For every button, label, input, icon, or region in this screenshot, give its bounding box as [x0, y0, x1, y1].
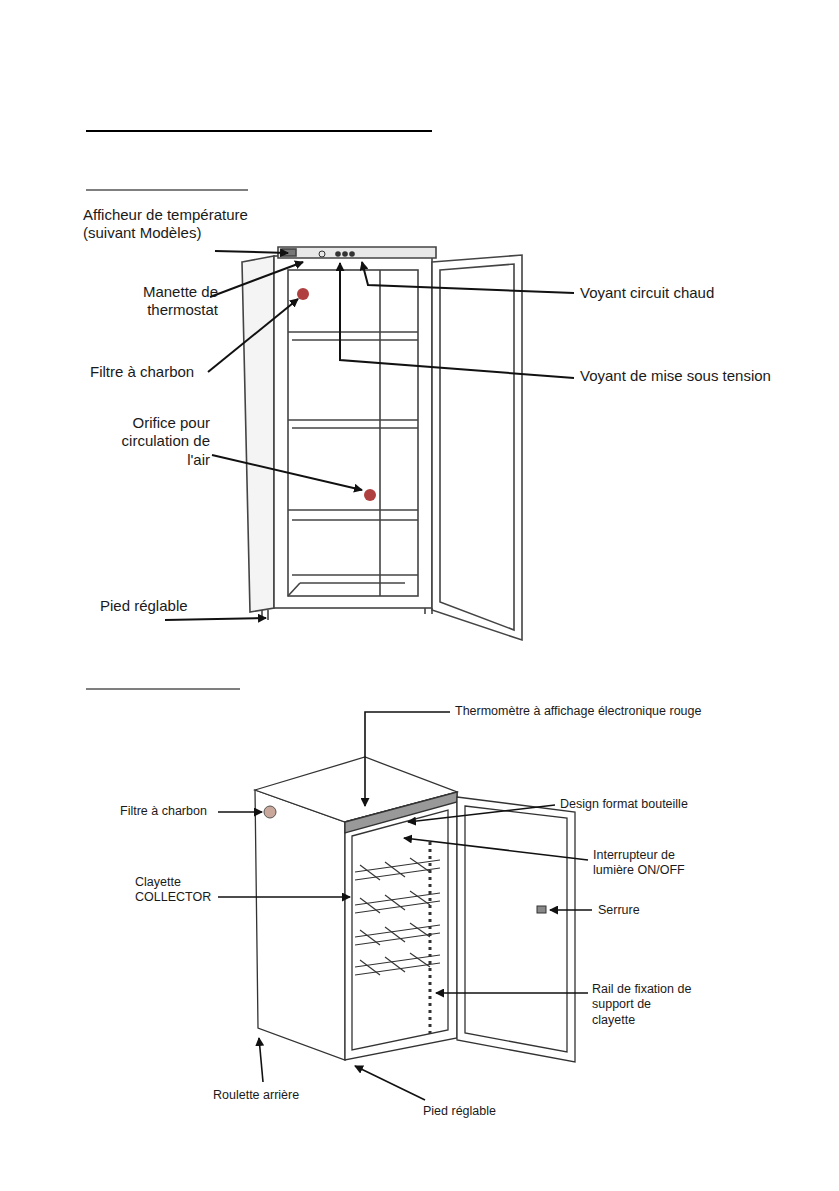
leader-lines-2	[218, 712, 592, 1100]
lock	[537, 906, 546, 913]
indicator-lights	[319, 251, 355, 257]
part-label: Rail de fixation de support de clayette	[592, 982, 697, 1028]
cabinet-drawing-2	[255, 757, 575, 1062]
part-label: Manette de thermostat	[108, 283, 218, 320]
charcoal-filter	[264, 806, 276, 818]
part-label: Design format bouteille	[560, 797, 688, 812]
part-label: Pied réglable	[423, 1104, 496, 1119]
part-label: Afficheur de température (suivant Modèle…	[83, 206, 288, 243]
part-label: Thermomètre à affichage électronique rou…	[455, 704, 701, 719]
charcoal-filter	[297, 288, 309, 300]
part-label: Voyant de mise sous tension	[580, 367, 771, 385]
leader-lines-1	[165, 251, 574, 620]
part-label: Pied réglable	[100, 597, 188, 615]
part-label: Interrupteur de lumière ON/OFF	[593, 848, 703, 879]
part-label: Filtre à charbon	[120, 804, 207, 819]
part-label: Serrure	[598, 903, 640, 918]
part-label: Roulette arrière	[213, 1088, 299, 1103]
cabinet-drawing-1	[242, 247, 522, 640]
air-hole	[364, 489, 376, 501]
part-label: Filtre à charbon	[90, 363, 194, 381]
part-label: Orifice pour circulation de l'air	[100, 414, 210, 469]
part-label: Clayette COLLECTOR	[135, 875, 225, 906]
part-label: Voyant circuit chaud	[580, 284, 714, 302]
